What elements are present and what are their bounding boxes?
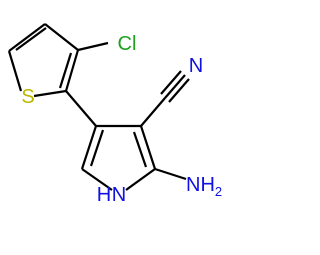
triple-bond-2 — [160, 70, 182, 95]
amino-subscript-label: 2 — [215, 184, 222, 199]
amino-nh-label: NH — [186, 174, 215, 196]
structure-diagram: S Cl N H N NH2 — [7, 23, 222, 206]
bond-c5-n1 — [125, 168, 156, 191]
bond-s-c5 — [7, 50, 23, 92]
bond-c5-c4-inner — [15, 27, 47, 51]
bond-c4-c3 — [44, 23, 79, 51]
amino-label: NH2 — [186, 174, 222, 199]
bond-c3-c2-inner — [58, 52, 73, 89]
bond-n1-c2 — [81, 168, 113, 191]
bond-c4-c5-inner — [132, 131, 148, 168]
bond-c2-c3 — [80, 125, 98, 170]
bond-thiophene-pyrrole — [65, 90, 97, 127]
bond-c2-s — [33, 89, 67, 98]
nitrile-nitrogen-label: N — [189, 55, 203, 77]
bond-c4-cn — [140, 97, 166, 127]
chlorine-label: Cl — [118, 33, 137, 55]
bond-c3-c2 — [64, 49, 80, 92]
thiophene-ring — [7, 23, 80, 98]
bond-c4-c5 — [139, 125, 157, 170]
pyrrole-nitrogen-label: N — [112, 184, 126, 206]
pyrrole-h-label: H — [97, 184, 111, 206]
bond-c2-c3-inner — [89, 129, 105, 167]
pyrrole-ring — [80, 124, 157, 191]
nitrile-group — [140, 70, 190, 127]
structure-canvas: S Cl N H N NH2 — [7, 23, 222, 206]
triple-bond-3 — [168, 78, 190, 103]
bond-c5-c4 — [8, 23, 46, 52]
triple-bond-1 — [164, 74, 186, 99]
bond-c3-cl — [77, 41, 109, 52]
bond-c5-nh2 — [154, 167, 187, 181]
sulfur-label: S — [21, 86, 34, 108]
